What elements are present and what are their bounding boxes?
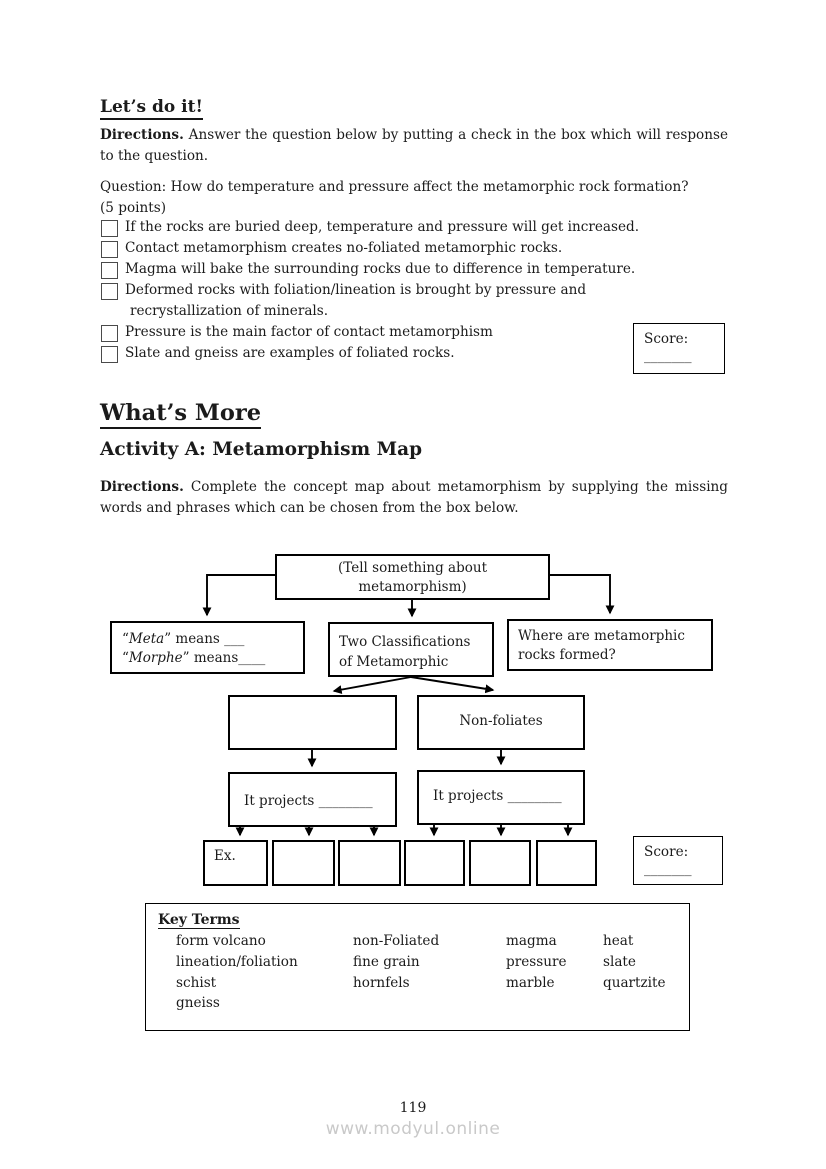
node-it-projects-left: It projects ________	[228, 772, 397, 827]
example-box-5	[469, 840, 531, 886]
checklist-item-text: Deformed rocks with foliation/lineation …	[125, 282, 587, 319]
score-box: Score: _______	[633, 323, 725, 374]
italic-meta: Meta	[128, 631, 165, 647]
key-term: magma	[506, 933, 557, 949]
answer-checkbox[interactable]	[101, 220, 118, 237]
checklist-item-text: Magma will bake the surrounding rocks du…	[125, 261, 636, 277]
score-label: Score:	[644, 844, 689, 860]
key-terms-title: Key Terms	[158, 912, 240, 929]
score-label: Score:	[644, 331, 689, 347]
key-terms-column-3: magma pressure marble	[506, 931, 567, 993]
key-term: non-Foliated	[353, 933, 440, 949]
question-text: How do temperature and pressure affect t…	[170, 179, 689, 195]
directions-label: Directions.	[100, 479, 184, 495]
example-box-2	[272, 840, 335, 886]
directions-text: Answer the question below by putting a c…	[100, 127, 729, 164]
checklist-item: Magma will bake the surrounding rocks du…	[100, 259, 640, 280]
node-it-projects-right: It projects ________	[417, 770, 585, 825]
node-meta-morphe-meaning: “Meta” means ___ “Morphe” means____	[110, 621, 305, 674]
key-terms-column-1: form volcano lineation/foliation schist …	[176, 931, 298, 1014]
key-term: gneiss	[176, 995, 220, 1012]
checklist-item-text: Slate and gneiss are examples of foliate…	[125, 345, 455, 361]
checklist-item-text: Contact metamorphism creates no-foliated…	[125, 240, 563, 256]
score-blank-line: _______	[644, 861, 692, 877]
checklist-item: Slate and gneiss are examples of foliate…	[100, 343, 640, 364]
key-term: quartzite	[603, 974, 666, 991]
checklist-item-text: If the rocks are buried deep, temperatur…	[125, 219, 640, 235]
key-term: heat	[603, 933, 634, 949]
node-two-classifications: Two Classifications of Metamorphic	[328, 622, 494, 677]
answer-checkbox[interactable]	[101, 241, 118, 258]
section-title-lets-do-it: Let’s do it!	[100, 97, 203, 120]
key-terms-box: Key Terms form volcano lineation/foliati…	[145, 903, 690, 1031]
answer-checkbox[interactable]	[101, 325, 118, 342]
node-where-formed: Where are metamorphic rocks formed?	[507, 619, 713, 671]
answer-checklist: If the rocks are buried deep, temperatur…	[100, 217, 640, 364]
connector-arrows	[202, 574, 615, 837]
key-term: hornfels	[353, 974, 410, 991]
section-title-whats-more: What’s More	[100, 400, 262, 429]
directions-label: Directions.	[100, 127, 184, 143]
node-non-foliates: Non-foliates	[417, 695, 585, 750]
checklist-item-text: Pressure is the main factor of contact m…	[125, 324, 493, 340]
key-term: slate	[603, 953, 636, 970]
directions-paragraph-2: Directions. Complete the concept map abo…	[100, 477, 728, 519]
answer-checkbox[interactable]	[101, 283, 118, 300]
checklist-item: Contact metamorphism creates no-foliated…	[100, 238, 640, 259]
score-box: Score: _______	[633, 836, 723, 885]
key-term: lineation/foliation	[176, 953, 298, 970]
answer-checkbox[interactable]	[101, 346, 118, 363]
question-block: Question: How do temperature and pressur…	[100, 177, 732, 219]
directions-paragraph: Directions. Answer the question below by…	[100, 125, 728, 167]
key-term: schist	[176, 974, 217, 991]
score-blank-line: _______	[644, 348, 692, 364]
question-label: Question:	[100, 179, 167, 195]
checklist-item: Deformed rocks with foliation/lineation …	[100, 280, 640, 322]
example-box-6	[536, 840, 597, 886]
example-box-4	[404, 840, 465, 886]
key-terms-column-2: non-Foliated fine grain hornfels	[353, 931, 439, 993]
key-terms-column-4: heat slate quartzite	[603, 931, 666, 993]
checklist-item: If the rocks are buried deep, temperatur…	[100, 217, 640, 238]
key-term: fine grain	[353, 953, 420, 970]
directions-text: Complete the concept map about metamorph…	[100, 479, 729, 516]
concept-map-diagram: (Tell something about metamorphism) “Met…	[100, 545, 730, 905]
key-term: marble	[506, 974, 555, 991]
question-points: (5 points)	[100, 200, 167, 216]
italic-morphe: Morphe	[128, 650, 183, 666]
page-number: 119	[399, 1100, 427, 1116]
activity-title: Activity A: Metamorphism Map	[100, 439, 423, 460]
key-term: pressure	[506, 953, 567, 970]
key-term: form volcano	[176, 933, 266, 949]
checklist-item: Pressure is the main factor of contact m…	[100, 322, 640, 343]
node-blank-foliates	[228, 695, 397, 750]
watermark: www.modyul.online	[325, 1119, 501, 1139]
example-box-1: Ex.	[203, 840, 268, 886]
example-box-3	[338, 840, 401, 886]
answer-checkbox[interactable]	[101, 262, 118, 279]
node-tell-something: (Tell something about metamorphism)	[275, 554, 550, 600]
